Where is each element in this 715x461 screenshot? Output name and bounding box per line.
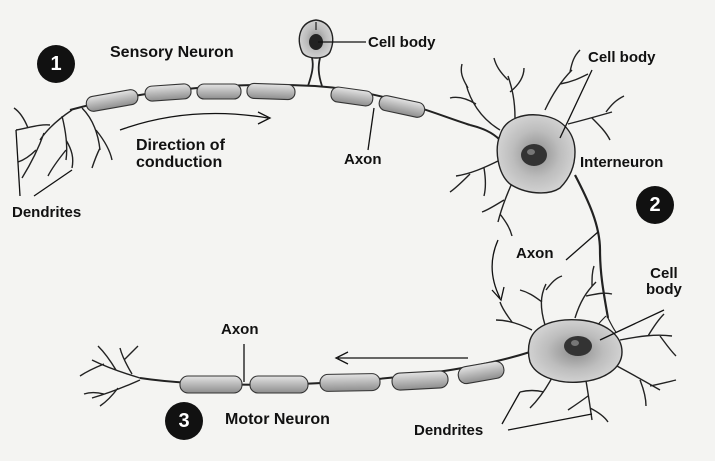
label-motor-neuron: Motor Neuron	[225, 412, 330, 429]
badge-number: 3	[178, 410, 189, 433]
leader-cell-body-inter	[560, 70, 592, 138]
leader-dendrites-motor-2	[508, 414, 592, 430]
label-dendrites-motor: Dendrites	[414, 423, 483, 439]
badge-motor: 3	[165, 402, 203, 440]
sensory-cell-body	[299, 20, 332, 58]
label-cell-body-interneuron: Cell body	[588, 50, 656, 66]
sensory-myelin	[85, 83, 426, 118]
label-interneuron: Interneuron	[580, 155, 663, 171]
conduction-arrow-right	[492, 240, 500, 298]
leader-dendrites-sensory-1	[16, 130, 20, 196]
motor-cell-body	[529, 320, 623, 383]
badge-sensory: 1	[37, 45, 75, 83]
interneuron-axon	[575, 175, 608, 318]
label-axon-sensory: Axon	[344, 152, 382, 168]
label-axon-interneuron: Axon	[516, 246, 554, 262]
sensory-dendrites	[14, 108, 112, 178]
label-axon-motor: Axon	[221, 322, 259, 338]
interneuron-cell-body	[497, 115, 575, 193]
label-direction-of-conduction: Direction of conduction	[136, 138, 225, 172]
leader-axon-inter	[566, 232, 598, 260]
badge-number: 2	[649, 194, 660, 217]
label-sensory-neuron: Sensory Neuron	[110, 45, 234, 62]
label-cell-body-sensory: Cell body	[368, 35, 436, 51]
sensory-neuron	[14, 58, 470, 178]
badge-number: 1	[50, 53, 61, 76]
label-dendrites-sensory: Dendrites	[12, 205, 81, 221]
motor-axon-terminals	[80, 346, 140, 406]
motor-myelin	[180, 360, 505, 393]
label-cell-body-motor: Cell body	[646, 266, 682, 298]
leader-dendrites-sensory-2	[34, 170, 72, 196]
badge-interneuron: 2	[636, 186, 674, 224]
leader-axon-sensory	[368, 108, 374, 150]
leader-dendrites-motor-1	[502, 392, 520, 424]
conduction-arrow-top	[120, 114, 268, 130]
